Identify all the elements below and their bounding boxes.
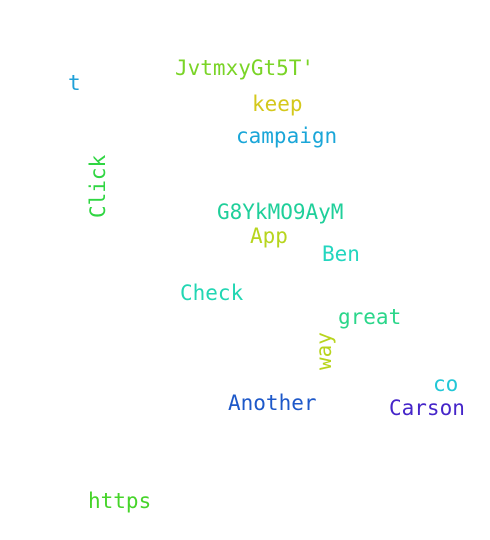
word-app: App [250, 224, 288, 248]
word-g8ykmo9aym: G8YkMO9AyM [217, 200, 344, 224]
word-keep: keep [252, 92, 303, 116]
word-https: https [88, 489, 152, 513]
word-another: Another [228, 391, 317, 415]
word-great: great [338, 305, 402, 329]
word-way: way [312, 332, 336, 370]
word-campaign: campaign [236, 124, 338, 148]
word-co: co [433, 372, 459, 396]
word-t: t [68, 71, 81, 95]
word-ben: Ben [322, 242, 360, 266]
word-check: Check [180, 281, 244, 305]
word-jvtmxygt5t: JvtmxyGt5T' [175, 56, 315, 80]
word-click: Click [86, 154, 110, 218]
word-carson: Carson [389, 396, 465, 420]
